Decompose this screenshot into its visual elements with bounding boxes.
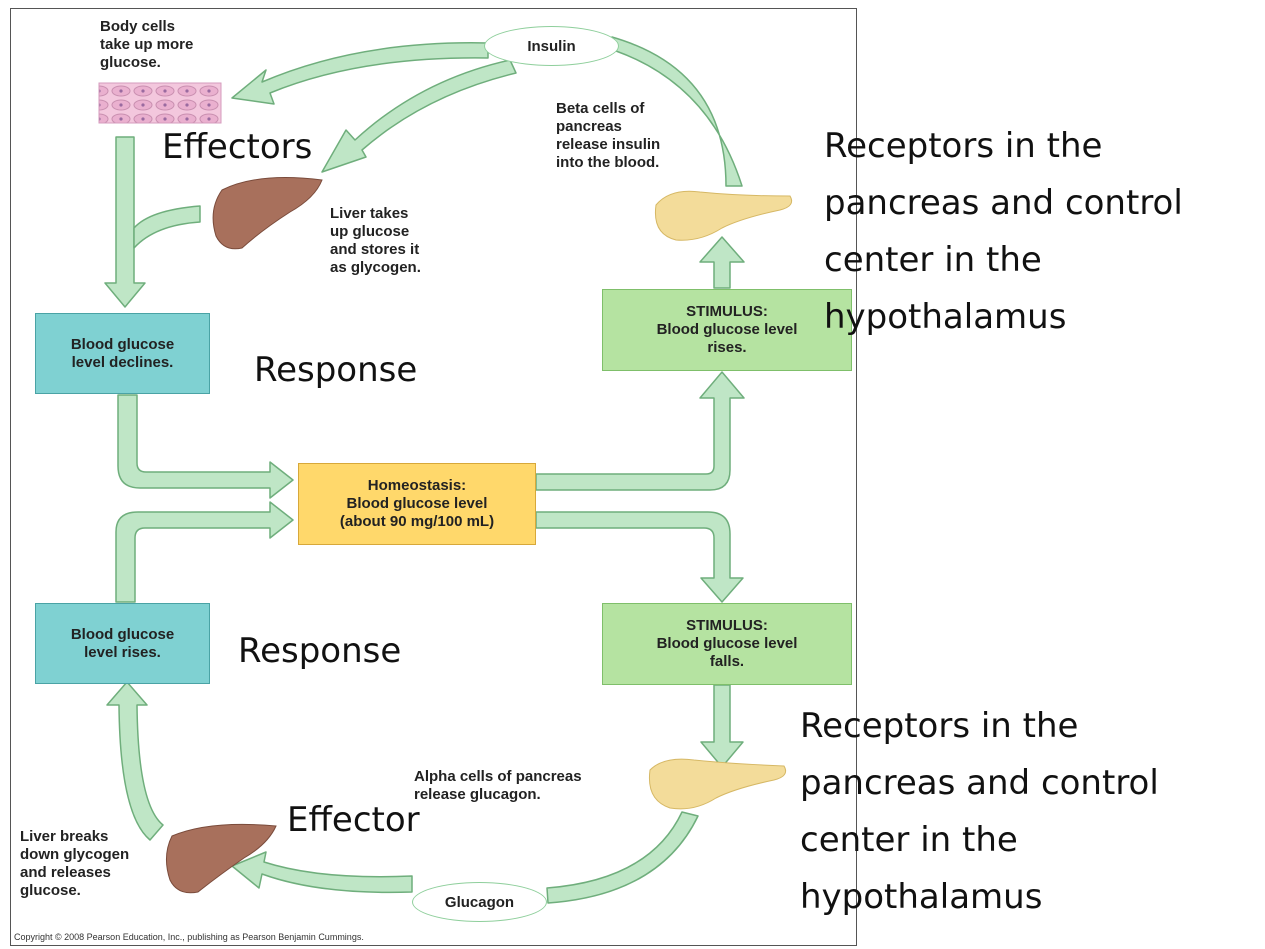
arrow-liver-to-rises (106, 681, 164, 841)
arrow-homeostasis-to-stimulus-rises (535, 371, 745, 491)
arrow-stimulus-to-pancreas-bottom (700, 684, 744, 768)
figure-frame (10, 8, 857, 946)
receptors-bottom-annotation: Receptors in the pancreas and control ce… (800, 706, 1159, 917)
receptors-top-annotation: Receptors in the pancreas and control ce… (824, 126, 1183, 337)
arrow-liver-merge (133, 205, 201, 249)
arrow-insulin-to-cells (231, 42, 489, 105)
arrow-rises-to-homeostasis (115, 501, 294, 603)
liver-bottom-image (166, 823, 277, 894)
glucagon-label: Glucagon (412, 882, 547, 922)
arrow-insulin-to-liver (321, 59, 517, 173)
arrow-declines-to-homeostasis (117, 394, 294, 499)
effectors-annotation: Effectors (162, 127, 313, 167)
effector-annotation: Effector (287, 800, 420, 840)
alpha-cells-text: Alpha cells of pancreas release glucagon… (414, 768, 582, 803)
pancreas-top-image (654, 190, 793, 241)
glucose-declines-box: Blood glucose level declines. (35, 313, 210, 394)
copyright-text: Copyright © 2008 Pearson Education, Inc.… (14, 932, 364, 942)
body-cells-text: Body cells take up more glucose. (100, 18, 194, 71)
liver-breaks-text: Liver breaks down glycogen and releases … (20, 828, 130, 899)
stimulus-falls-box: STIMULUS: Blood glucose level falls. (602, 603, 852, 685)
beta-cells-text: Beta cells of pancreas release insulin i… (556, 100, 661, 171)
arrow-homeostasis-to-stimulus-falls (535, 511, 744, 603)
response-top-annotation: Response (254, 350, 418, 390)
arrow-glucagon-to-liver (231, 851, 413, 894)
liver-top-image (212, 177, 323, 250)
glucose-rises-box: Blood glucose level rises. (35, 603, 210, 684)
arrow-pancreas-to-glucagon (546, 811, 699, 904)
stimulus-rises-box: STIMULUS: Blood glucose level rises. (602, 289, 852, 371)
response-bottom-annotation: Response (238, 631, 402, 671)
body-cells-image (98, 82, 222, 124)
arrow-stimulus-to-pancreas-top (699, 236, 745, 289)
insulin-label: Insulin (484, 26, 619, 66)
arrow-cells-to-declines (104, 136, 146, 308)
pancreas-bottom-image (648, 758, 787, 810)
homeostasis-box: Homeostasis: Blood glucose level (about … (298, 463, 536, 545)
liver-stores-text: Liver takes up glucose and stores it as … (330, 205, 421, 276)
